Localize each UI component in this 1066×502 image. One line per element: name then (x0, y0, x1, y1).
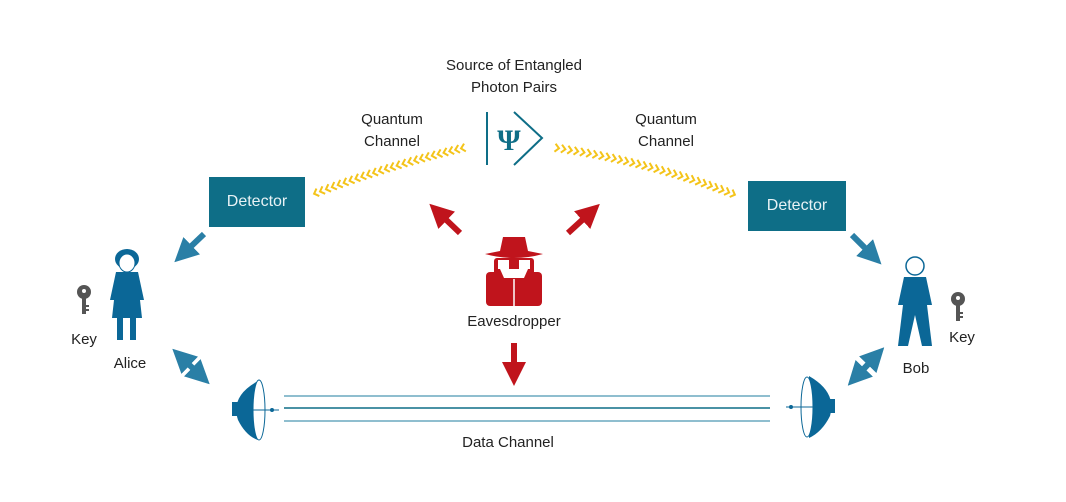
arrow-alice-dish (172, 348, 210, 385)
photon-chevron (579, 147, 586, 157)
arrow-detector-to-bob (849, 232, 882, 265)
photon-chevron (694, 176, 702, 186)
photon-chevron (723, 186, 731, 196)
photon-chevron (560, 144, 567, 154)
photon-chevron (634, 159, 642, 169)
bob-key-icon (951, 292, 965, 321)
quantum-channel-right-line2: Channel (638, 133, 694, 150)
photon-chevron (641, 160, 648, 170)
psi-symbol: Ψ (497, 124, 521, 157)
alice-label: Alice (113, 355, 147, 372)
photon-chevron (342, 177, 350, 187)
photon-chevron (659, 165, 666, 175)
photon-chevron (622, 156, 630, 166)
photon-chevron (424, 151, 432, 162)
photon-chevron (459, 143, 467, 153)
detector-left: Detector (209, 177, 305, 227)
photon-chevron (682, 172, 690, 182)
photon-chevron (688, 174, 696, 184)
quantum-channel-right-photons (553, 143, 737, 198)
photon-chevron (585, 148, 593, 158)
photon-chevron (401, 158, 408, 168)
photon-chevron (665, 167, 672, 177)
photon-chevron (365, 169, 373, 179)
photon-chevron (671, 169, 678, 179)
photon-chevron (712, 182, 719, 192)
photon-chevron (700, 178, 708, 188)
quantum-channel-left-photons (312, 143, 467, 197)
alice-key-label: Key (71, 331, 97, 348)
data-channel-label: Data Channel (462, 434, 554, 451)
arrow-eavesdropper-right (565, 203, 600, 236)
bob-key-label: Key (949, 329, 975, 346)
photon-chevron (572, 146, 580, 156)
bob-dish-antenna-icon (786, 376, 835, 438)
eavesdropper-label: Eavesdropper (467, 313, 561, 330)
photon-chevron (383, 163, 391, 173)
photon-chevron (324, 183, 332, 193)
photon-chevron (616, 154, 624, 165)
photon-chevron (348, 175, 356, 185)
photon-chevron (371, 167, 379, 177)
photon-chevron (566, 145, 574, 155)
photon-chevron (430, 150, 438, 160)
photon-chevron (729, 189, 737, 198)
photon-chevron (676, 170, 684, 180)
photon-chevron (389, 161, 397, 171)
photon-chevron (395, 160, 403, 170)
photon-chevron (442, 147, 449, 157)
photon-chevron (330, 181, 338, 191)
photon-chevron (436, 148, 444, 158)
photon-chevron (653, 164, 660, 174)
photon-chevron (610, 153, 618, 163)
arrow-eavesdropper-left (429, 203, 463, 236)
alice-key-icon (77, 285, 91, 314)
arrow-bob-dish (847, 347, 885, 386)
photon-chevron (628, 157, 636, 167)
alice-figure (110, 249, 144, 340)
quantum-channel-left-line1: Quantum (361, 111, 423, 128)
photon-chevron (412, 155, 420, 165)
photon-chevron (706, 180, 714, 190)
photon-chevron (377, 165, 385, 175)
photon-chevron (360, 171, 367, 181)
photon-chevron (717, 184, 725, 194)
photon-chevron (647, 162, 654, 172)
photon-chevron (604, 152, 611, 162)
photon-chevron (453, 144, 461, 154)
photon-chevron (553, 143, 561, 153)
photon-chevron (312, 188, 320, 197)
bob-figure (898, 256, 932, 346)
photon-chevron (447, 145, 455, 156)
photon-chevron (318, 185, 326, 195)
bob-label: Bob (902, 360, 930, 377)
eavesdropper-icon (485, 237, 543, 306)
photon-chevron (591, 149, 599, 159)
quantum-channel-left-line2: Channel (364, 133, 420, 150)
detector-right: Detector (748, 181, 846, 231)
data-channel-lines (284, 395, 770, 422)
source-label-line1: Source of Entangled (446, 57, 582, 74)
photon-chevron (418, 153, 426, 163)
alice-dish-antenna-icon (232, 379, 279, 441)
photon-chevron (354, 173, 361, 183)
photon-chevron (598, 150, 605, 161)
photon-chevron (336, 179, 344, 189)
entangled-source-icon: Ψ (486, 111, 544, 166)
arrow-detector-to-alice (174, 231, 207, 263)
source-label-line2: Photon Pairs (471, 79, 557, 96)
quantum-channel-right-line1: Quantum (635, 111, 697, 128)
photon-chevron (407, 156, 414, 166)
